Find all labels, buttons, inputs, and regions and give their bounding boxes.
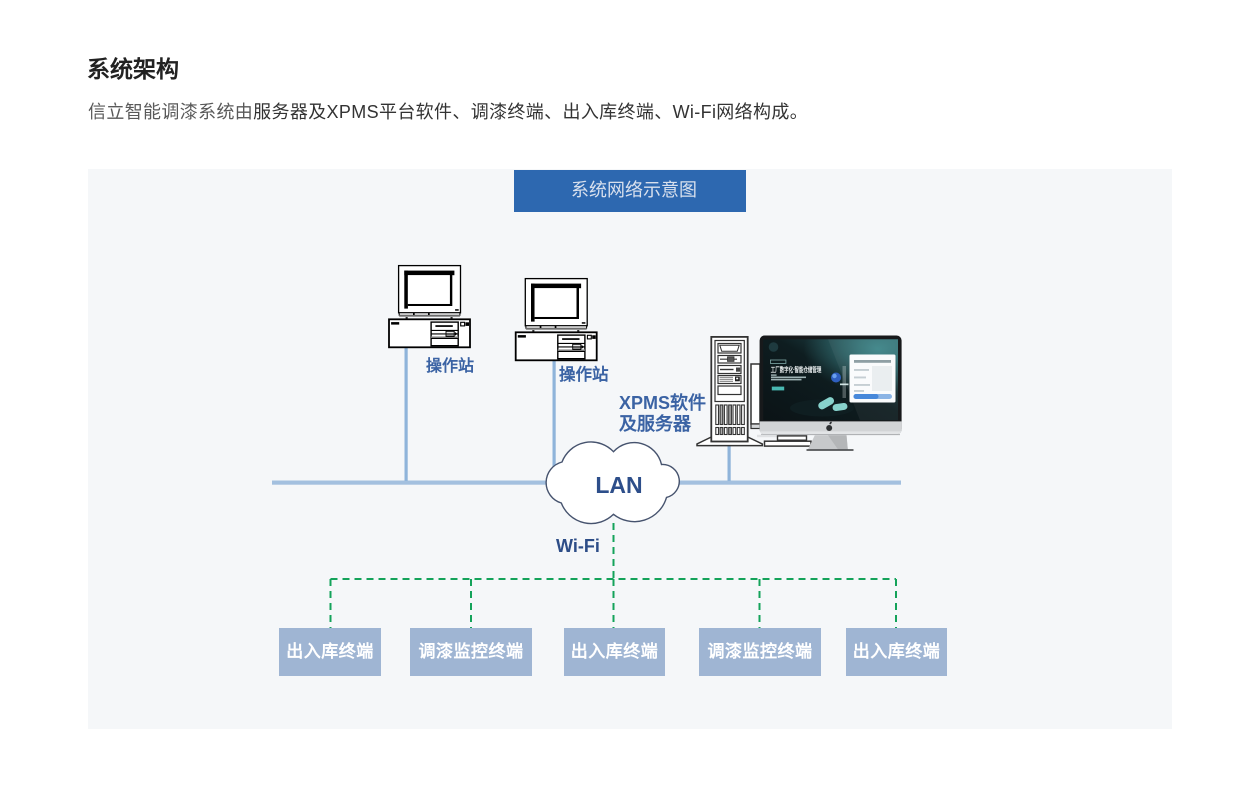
svg-text:工厂数字化·智能仓储管理: 工厂数字化·智能仓储管理 bbox=[771, 365, 822, 374]
svg-text:LAN: LAN bbox=[595, 472, 642, 498]
